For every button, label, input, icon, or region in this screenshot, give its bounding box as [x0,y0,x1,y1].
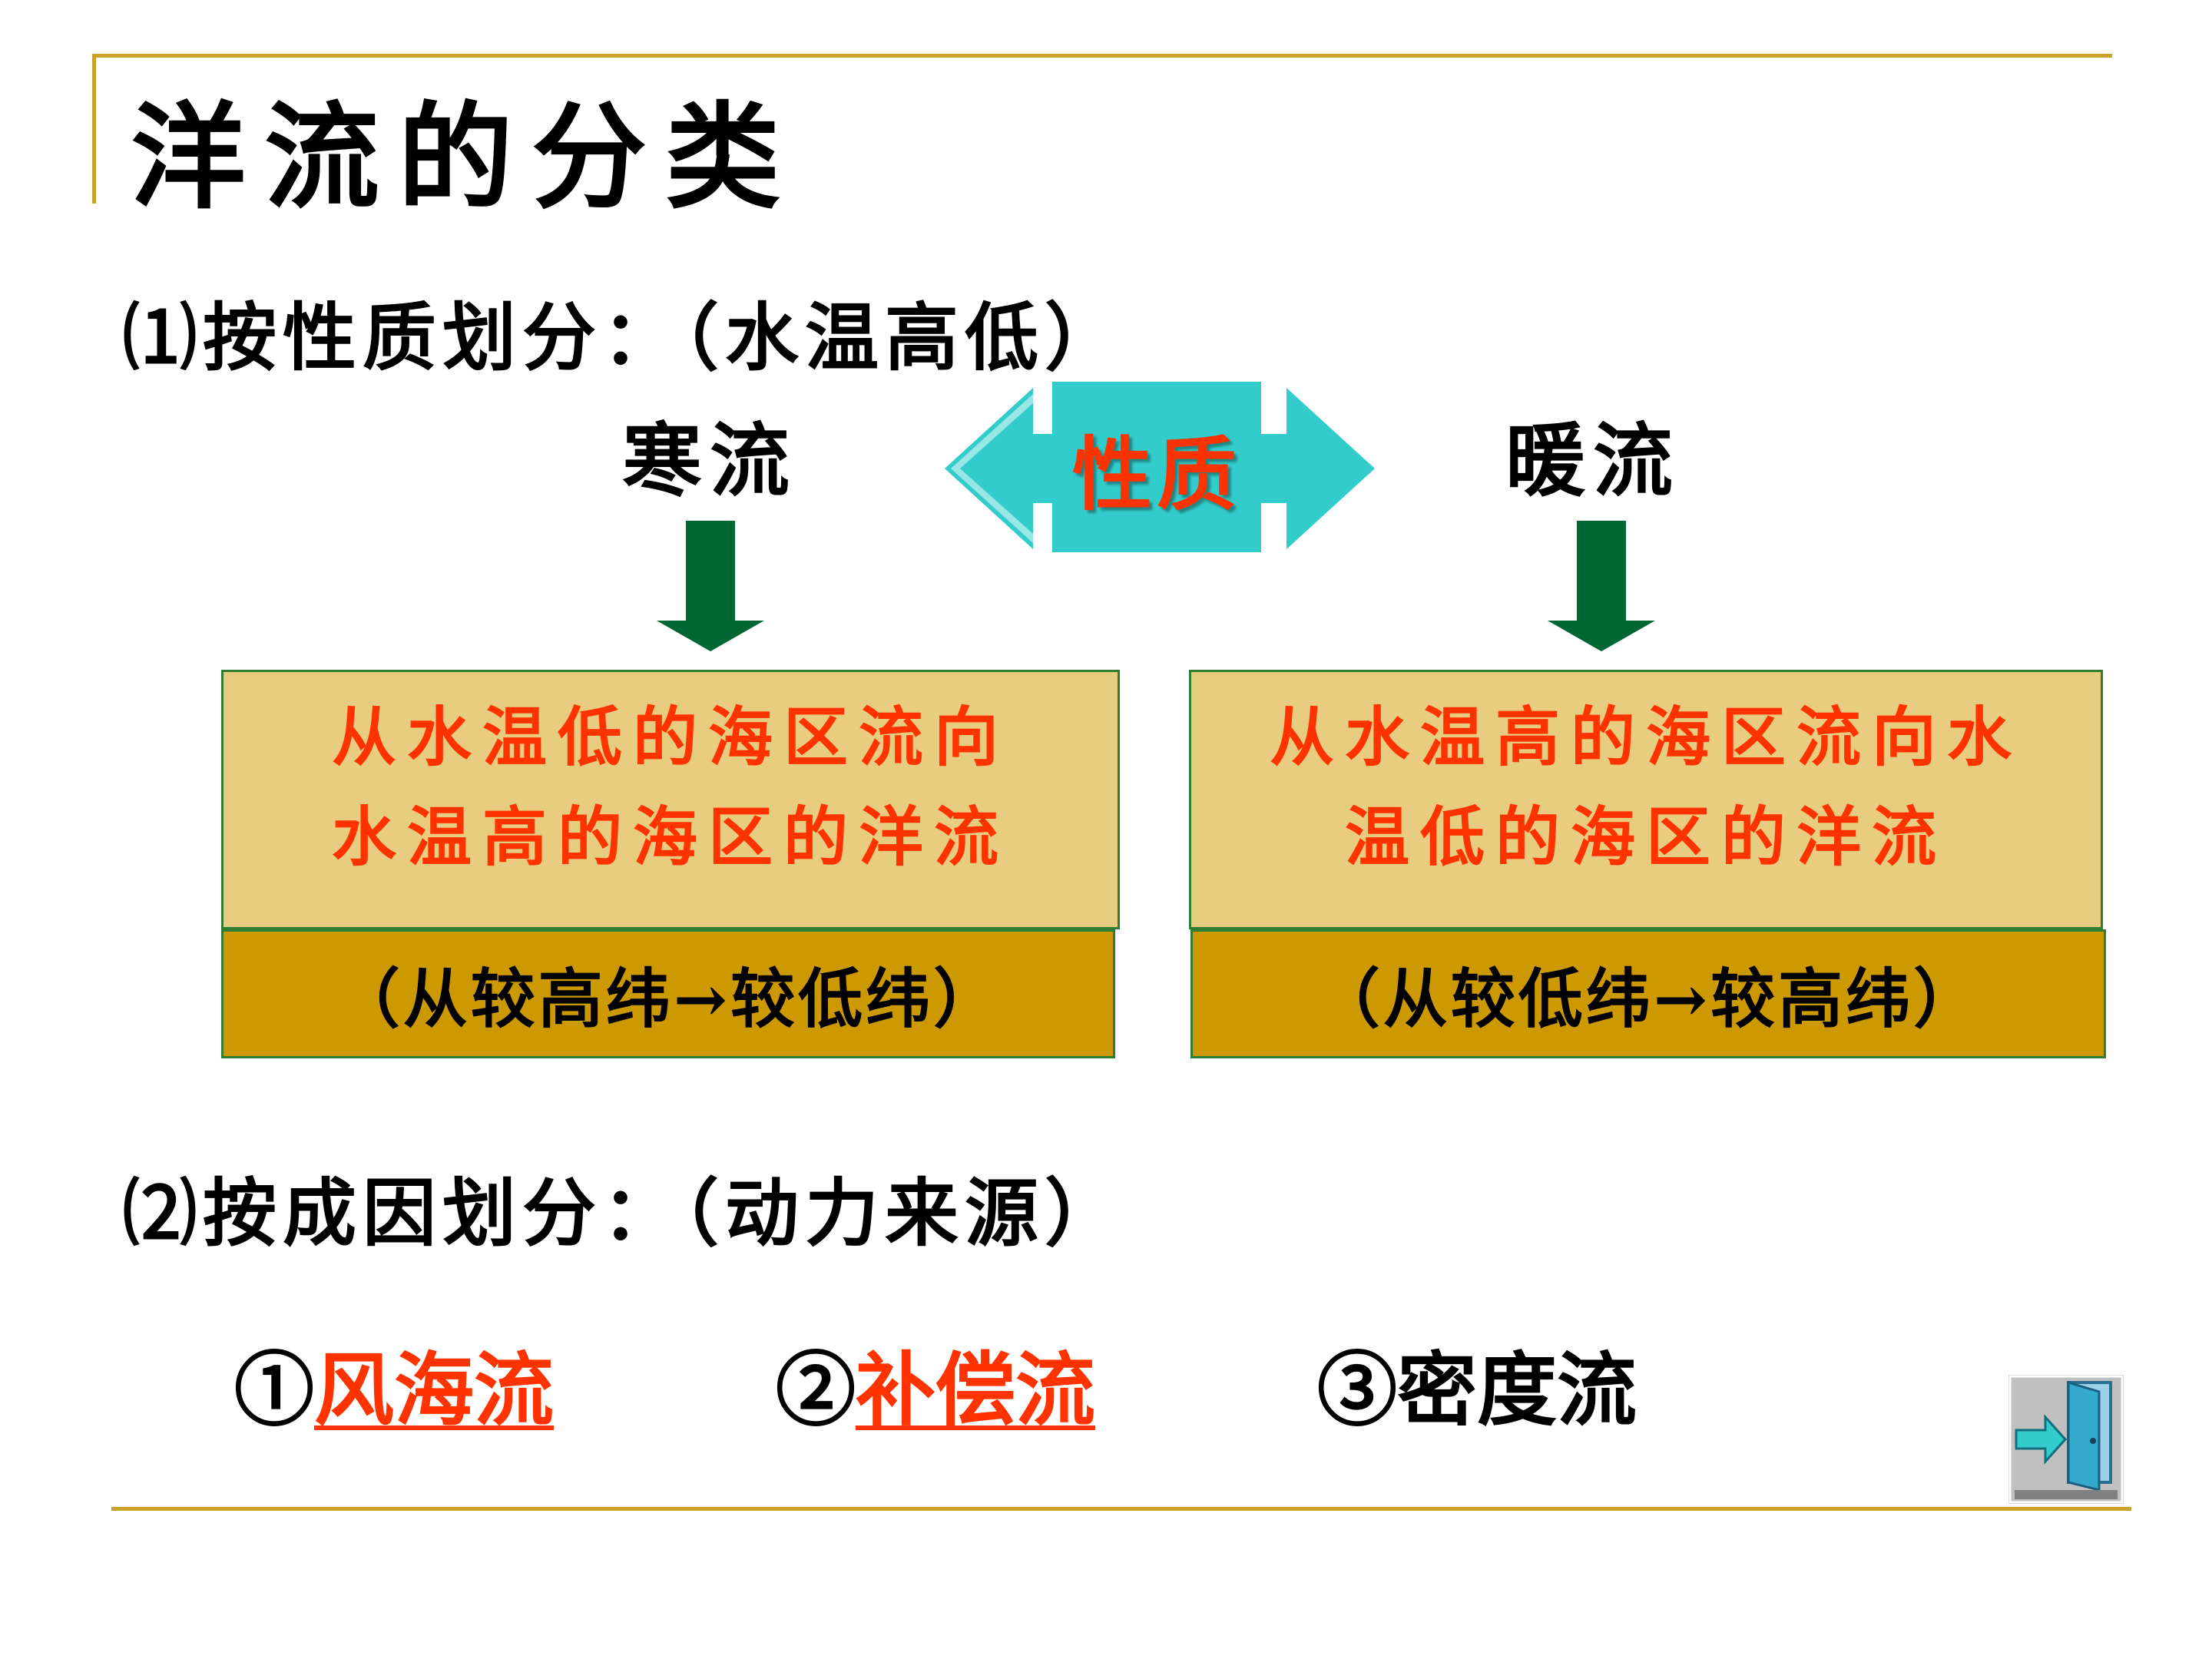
property-label: 性质 [1071,426,1241,522]
top-rule [92,54,2112,58]
left-rule [92,54,96,204]
section1-heading: ⑴按性质划分：（水温高低） [123,294,1124,381]
density-current-label: 密度流 [1397,1343,1637,1437]
cold-current-label: 寒流 [622,413,798,508]
type-number: ③ [1317,1343,1398,1437]
type-number: ① [234,1343,315,1437]
type-number: ② [776,1343,856,1437]
bottom-rule [111,1507,2131,1511]
slide-title: 洋流的分类 [131,90,800,225]
section2-heading: ⑵按成因划分：（动力来源） [123,1170,1124,1257]
type-density-current: ③密度流 [1317,1340,1637,1440]
warm-definition-line: 从水温高的海区流向水 [1269,699,2022,775]
cold-latitude-note: （从较高纬→较低纬） [221,929,1115,1058]
warm-definition-line: 温低的海区的洋流 [1344,799,1947,875]
cold-definition-box: 从水温低的海区流向 水温高的海区的洋流 [221,670,1120,929]
type-compensation-current: ②补偿流 [776,1340,1095,1440]
compensation-current-link[interactable]: 补偿流 [856,1343,1096,1437]
warm-latitude-text: （从较低纬→较高纬） [1315,960,1982,1037]
warm-definition-box: 从水温高的海区流向水 温低的海区的洋流 [1189,670,2103,929]
warm-latitude-note: （从较低纬→较高纬） [1190,929,2106,1058]
type-wind-current: ①风海流 [234,1340,554,1440]
cold-definition-line: 从水温低的海区流向 [331,699,1009,775]
warm-current-label: 暖流 [1505,413,1681,508]
down-arrow-icon [1548,521,1655,651]
exit-door-icon[interactable] [2008,1375,2124,1504]
property-box: 性质 [1052,382,1261,552]
wind-current-link[interactable]: 风海流 [314,1343,555,1437]
down-arrow-icon [657,521,764,651]
cold-definition-line: 水温高的海区的洋流 [331,799,1009,875]
cold-latitude-text: （从较高纬→较低纬） [335,960,1002,1037]
